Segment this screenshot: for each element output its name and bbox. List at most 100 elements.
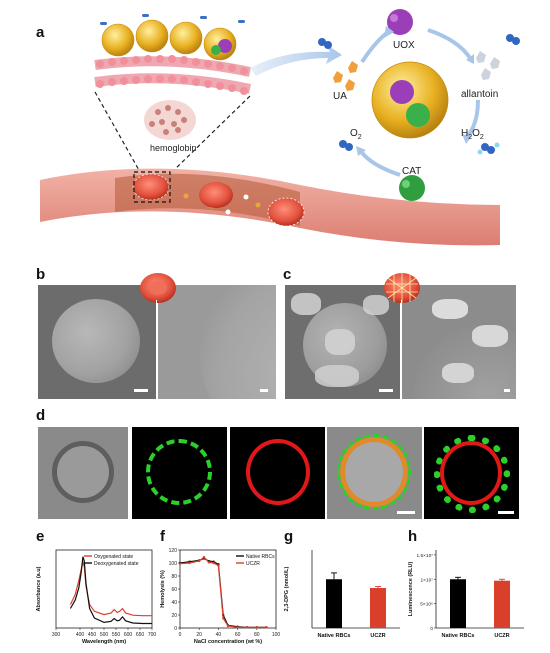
data-point bbox=[198, 559, 201, 563]
data-point bbox=[202, 555, 206, 559]
y-tick-label: 40 bbox=[171, 600, 177, 606]
sem-image-uczr-zoom bbox=[402, 285, 516, 399]
label-cat: CAT bbox=[402, 166, 422, 177]
3d-reconstruction-image bbox=[424, 427, 519, 519]
y-tick-label: 120 bbox=[169, 548, 178, 554]
x-tick-label: 400 bbox=[76, 632, 85, 638]
chart-dpg: 2,3-DPG (nmol/L) Native RBCs UCZR bbox=[284, 550, 400, 639]
panel-label-h: h bbox=[408, 528, 418, 545]
label-o2: O2 bbox=[350, 128, 362, 141]
panel-label-e: e bbox=[36, 528, 45, 545]
small-molecule-dots bbox=[100, 14, 245, 25]
x-axis-label: Wavelength (nm) bbox=[82, 639, 126, 645]
y-tick-label: 5×10⁶ bbox=[420, 602, 433, 608]
series-line-1 bbox=[179, 556, 267, 628]
rbc-icon-b bbox=[140, 273, 176, 303]
scale-bar bbox=[134, 389, 148, 392]
o2-molecules bbox=[318, 34, 520, 151]
y-tick-label: 0 bbox=[430, 626, 433, 632]
data-point bbox=[246, 626, 249, 629]
scale-bar bbox=[498, 511, 514, 514]
y-tick-label: 1×10⁷ bbox=[420, 577, 433, 583]
red-fluorescence-image bbox=[230, 427, 325, 519]
blood-vessel bbox=[40, 168, 500, 246]
x-tick-label: 100 bbox=[272, 632, 281, 638]
data-point bbox=[217, 564, 220, 567]
cat-enzyme bbox=[399, 175, 425, 201]
brightfield-image bbox=[38, 427, 128, 519]
y-tick-label: 0 bbox=[174, 626, 177, 632]
scale-bar bbox=[397, 511, 415, 514]
panel-label-a: a bbox=[36, 24, 45, 41]
bar-0 bbox=[326, 579, 342, 628]
label-hemoglobin: hemoglobin bbox=[150, 143, 197, 153]
x-tick-label: 20 bbox=[196, 632, 202, 638]
data-point bbox=[188, 561, 191, 565]
y-axis-label: 2,3-DPG (nmol/L) bbox=[284, 567, 290, 612]
green-fluorescence-image bbox=[132, 427, 227, 519]
x-tick-label: 60 bbox=[235, 632, 241, 638]
legend-label: UCZR bbox=[246, 561, 260, 567]
x-tick-label: 700 bbox=[148, 632, 157, 638]
label-h2o2: H2O2 bbox=[461, 128, 484, 141]
sem-image-native-rbc bbox=[38, 285, 156, 399]
x-tick-label: 650 bbox=[136, 632, 145, 638]
sem-image-uczr bbox=[285, 285, 400, 399]
y-tick-label: 20 bbox=[171, 613, 177, 619]
data-point bbox=[207, 561, 210, 564]
bar-0 bbox=[450, 579, 466, 628]
y-axis-label: Hemolysis (%) bbox=[160, 570, 166, 608]
data-point bbox=[236, 626, 239, 629]
h2o2-molecule bbox=[477, 142, 500, 155]
panel-label-g: g bbox=[284, 528, 294, 545]
x-tick-label: 0 bbox=[179, 632, 182, 638]
x-tick-label: 600 bbox=[124, 632, 133, 638]
scale-bar bbox=[379, 389, 393, 392]
data-point bbox=[212, 561, 215, 565]
data-point bbox=[222, 617, 225, 620]
legend-label: Deoxygenated state bbox=[94, 561, 139, 567]
allantoin-molecules bbox=[476, 51, 500, 80]
data-point bbox=[255, 626, 258, 629]
bar-1 bbox=[494, 580, 510, 628]
series-line-1 bbox=[69, 556, 152, 625]
panel-label-d: d bbox=[36, 407, 46, 424]
sem-image-native-rbc-zoom bbox=[158, 285, 276, 399]
ua-molecules bbox=[333, 61, 358, 91]
y-tick-label: 100 bbox=[169, 561, 178, 567]
uczr-icon-c bbox=[384, 273, 420, 303]
hemoglobin-structure bbox=[144, 100, 196, 140]
category-label: UCZR bbox=[370, 633, 385, 639]
category-label: Native RBCs bbox=[317, 633, 350, 639]
x-tick-label: 300 bbox=[52, 632, 61, 638]
panel-label-c: c bbox=[283, 266, 292, 283]
cell-membrane bbox=[94, 55, 252, 95]
category-label: UCZR bbox=[494, 633, 509, 639]
series-line-0 bbox=[69, 560, 152, 617]
legend-label: Oxygenated state bbox=[94, 554, 133, 560]
x-tick-label: 40 bbox=[216, 632, 222, 638]
scale-bar bbox=[504, 389, 510, 392]
y-tick-label: 1.5×10⁷ bbox=[416, 553, 433, 559]
bar-1 bbox=[370, 588, 386, 628]
panel-label-b: b bbox=[36, 266, 46, 283]
data-point bbox=[178, 562, 182, 565]
x-tick-label: 80 bbox=[254, 632, 260, 638]
x-axis-label: NaCl concentration (wt %) bbox=[194, 639, 262, 645]
y-axis-label: Absorbance (a.u) bbox=[36, 566, 42, 611]
nanocage-cluster bbox=[101, 19, 237, 61]
y-tick-label: 80 bbox=[171, 574, 177, 580]
merged-image bbox=[327, 427, 422, 519]
y-tick-label: 60 bbox=[171, 587, 177, 593]
enzyme-cage bbox=[371, 61, 449, 139]
schematic-a bbox=[40, 9, 520, 246]
panel-label-f: f bbox=[160, 528, 165, 545]
label-allantoin: allantoin bbox=[461, 89, 499, 100]
scale-bar bbox=[260, 389, 268, 392]
x-tick-label: 550 bbox=[112, 632, 121, 638]
label-uox: UOX bbox=[393, 40, 415, 51]
x-tick-label: 500 bbox=[100, 632, 109, 638]
